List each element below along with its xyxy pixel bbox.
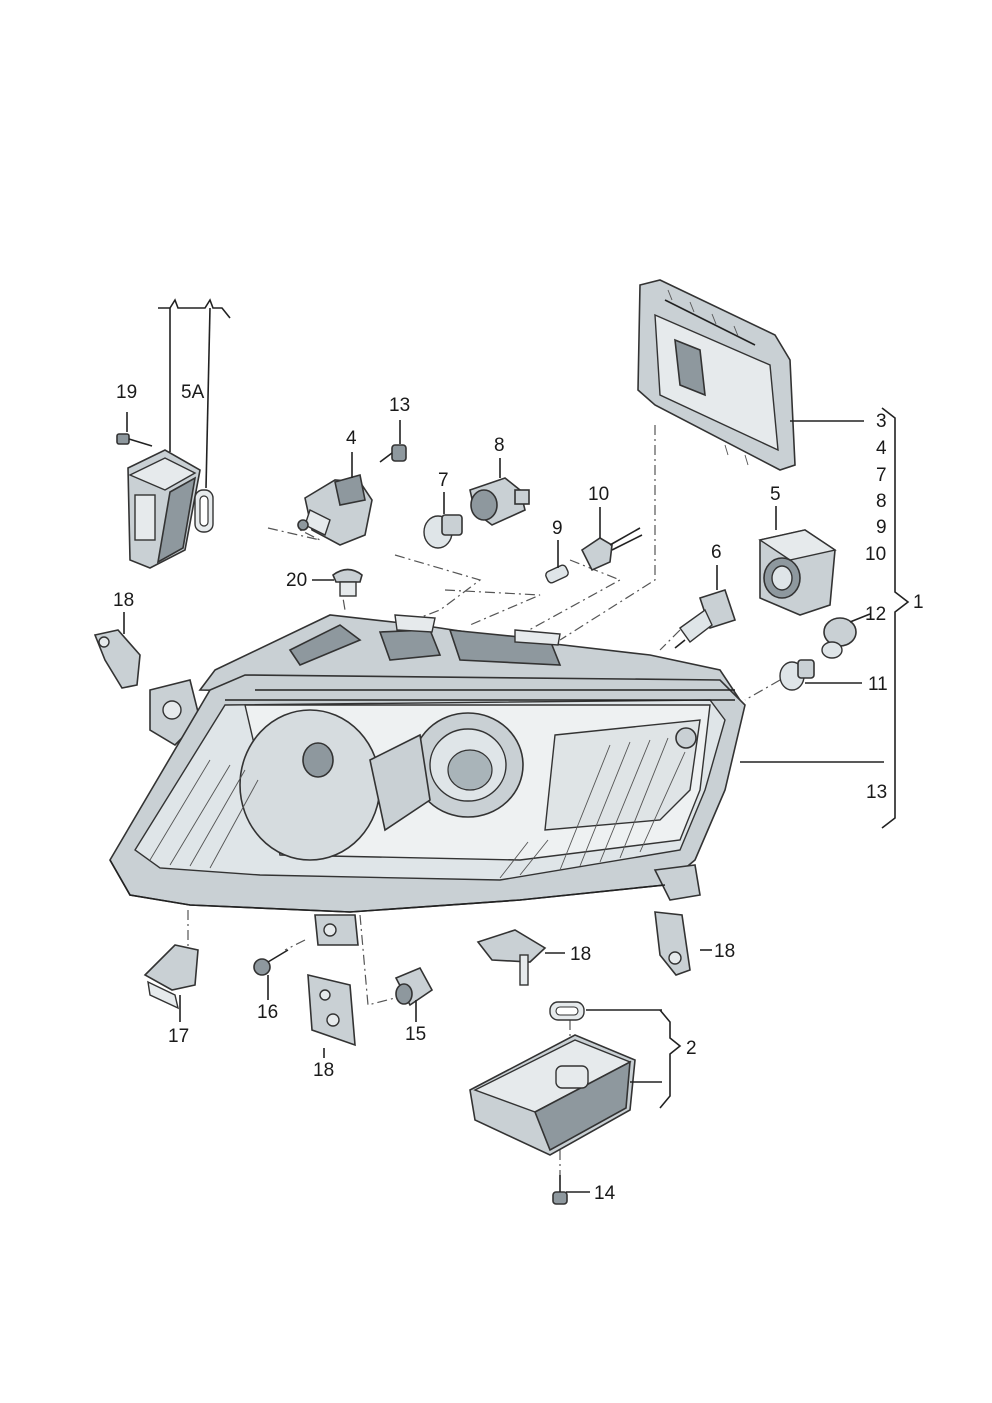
bulb-11 [779,659,815,691]
callout-4-list: 4 [876,438,887,459]
bracket-18-housing [314,914,359,946]
leader-lines [123,298,910,1193]
callout-18-middle: 18 [570,944,591,965]
bulb-12 [821,617,857,659]
bracket-18-right [654,911,691,976]
callout-4-left: 4 [346,428,357,449]
callout-5: 5 [770,484,781,505]
callout-10-left: 10 [588,484,609,505]
callout-14: 14 [594,1183,616,1204]
bulb-socket-8 [469,477,530,526]
callout-9-list: 9 [876,517,887,538]
callout-3: 3 [876,411,887,432]
callout-19: 19 [116,382,137,403]
callout-8-left: 8 [494,435,505,456]
rear-cover [637,279,796,471]
clip-17 [143,944,199,1010]
xenon-bulb-holder [758,529,837,616]
callout-18-right: 18 [714,941,735,962]
callout-7-list: 7 [876,465,887,486]
control-module-5a [127,449,214,569]
assembly-guide-lines [187,425,781,1180]
callout-20: 20 [286,570,307,591]
callout-6: 6 [711,542,722,563]
bracket-18-top [93,629,141,689]
ballast-unit [469,1001,636,1156]
callout-18-bottom: 18 [313,1060,334,1081]
grommet-15 [394,966,434,1007]
callout-11: 11 [868,674,888,695]
callout-18-top: 18 [113,590,134,611]
screw-16 [253,949,289,976]
headlamp-housing [109,614,746,913]
bracket-18-bottom [307,973,356,1047]
callout-2: 2 [686,1038,697,1059]
callout-10-list: 10 [865,544,886,565]
screw-13 [379,444,407,463]
bracket-18-middle [476,929,547,986]
screw-14 [552,1175,568,1205]
bulb-7 [423,514,463,549]
callout-9-left: 9 [552,518,563,539]
ballast-seal [549,1001,585,1021]
callout-17: 17 [168,1026,189,1047]
callout-7-left: 7 [438,470,449,491]
callout-12: 12 [865,604,886,625]
callout-5a: 5A [181,382,205,403]
callout-16: 16 [257,1002,278,1023]
callout-13-top: 13 [389,395,410,416]
callout-8-list: 8 [876,491,887,512]
adjustment-motor [297,473,373,546]
callout-13-housing: 13 [866,782,887,803]
bulb-6 [674,588,737,649]
screw-19 [116,433,153,447]
callout-labels: 19 5A 13 4 8 7 10 9 6 5 20 18 12 11 3 4 … [113,382,924,1204]
module-seal [194,489,214,533]
plug-20 [332,568,363,597]
callout-1: 1 [913,592,924,613]
bulb-9 [545,564,569,584]
callout-15: 15 [405,1024,426,1045]
socket-10 [580,527,643,572]
